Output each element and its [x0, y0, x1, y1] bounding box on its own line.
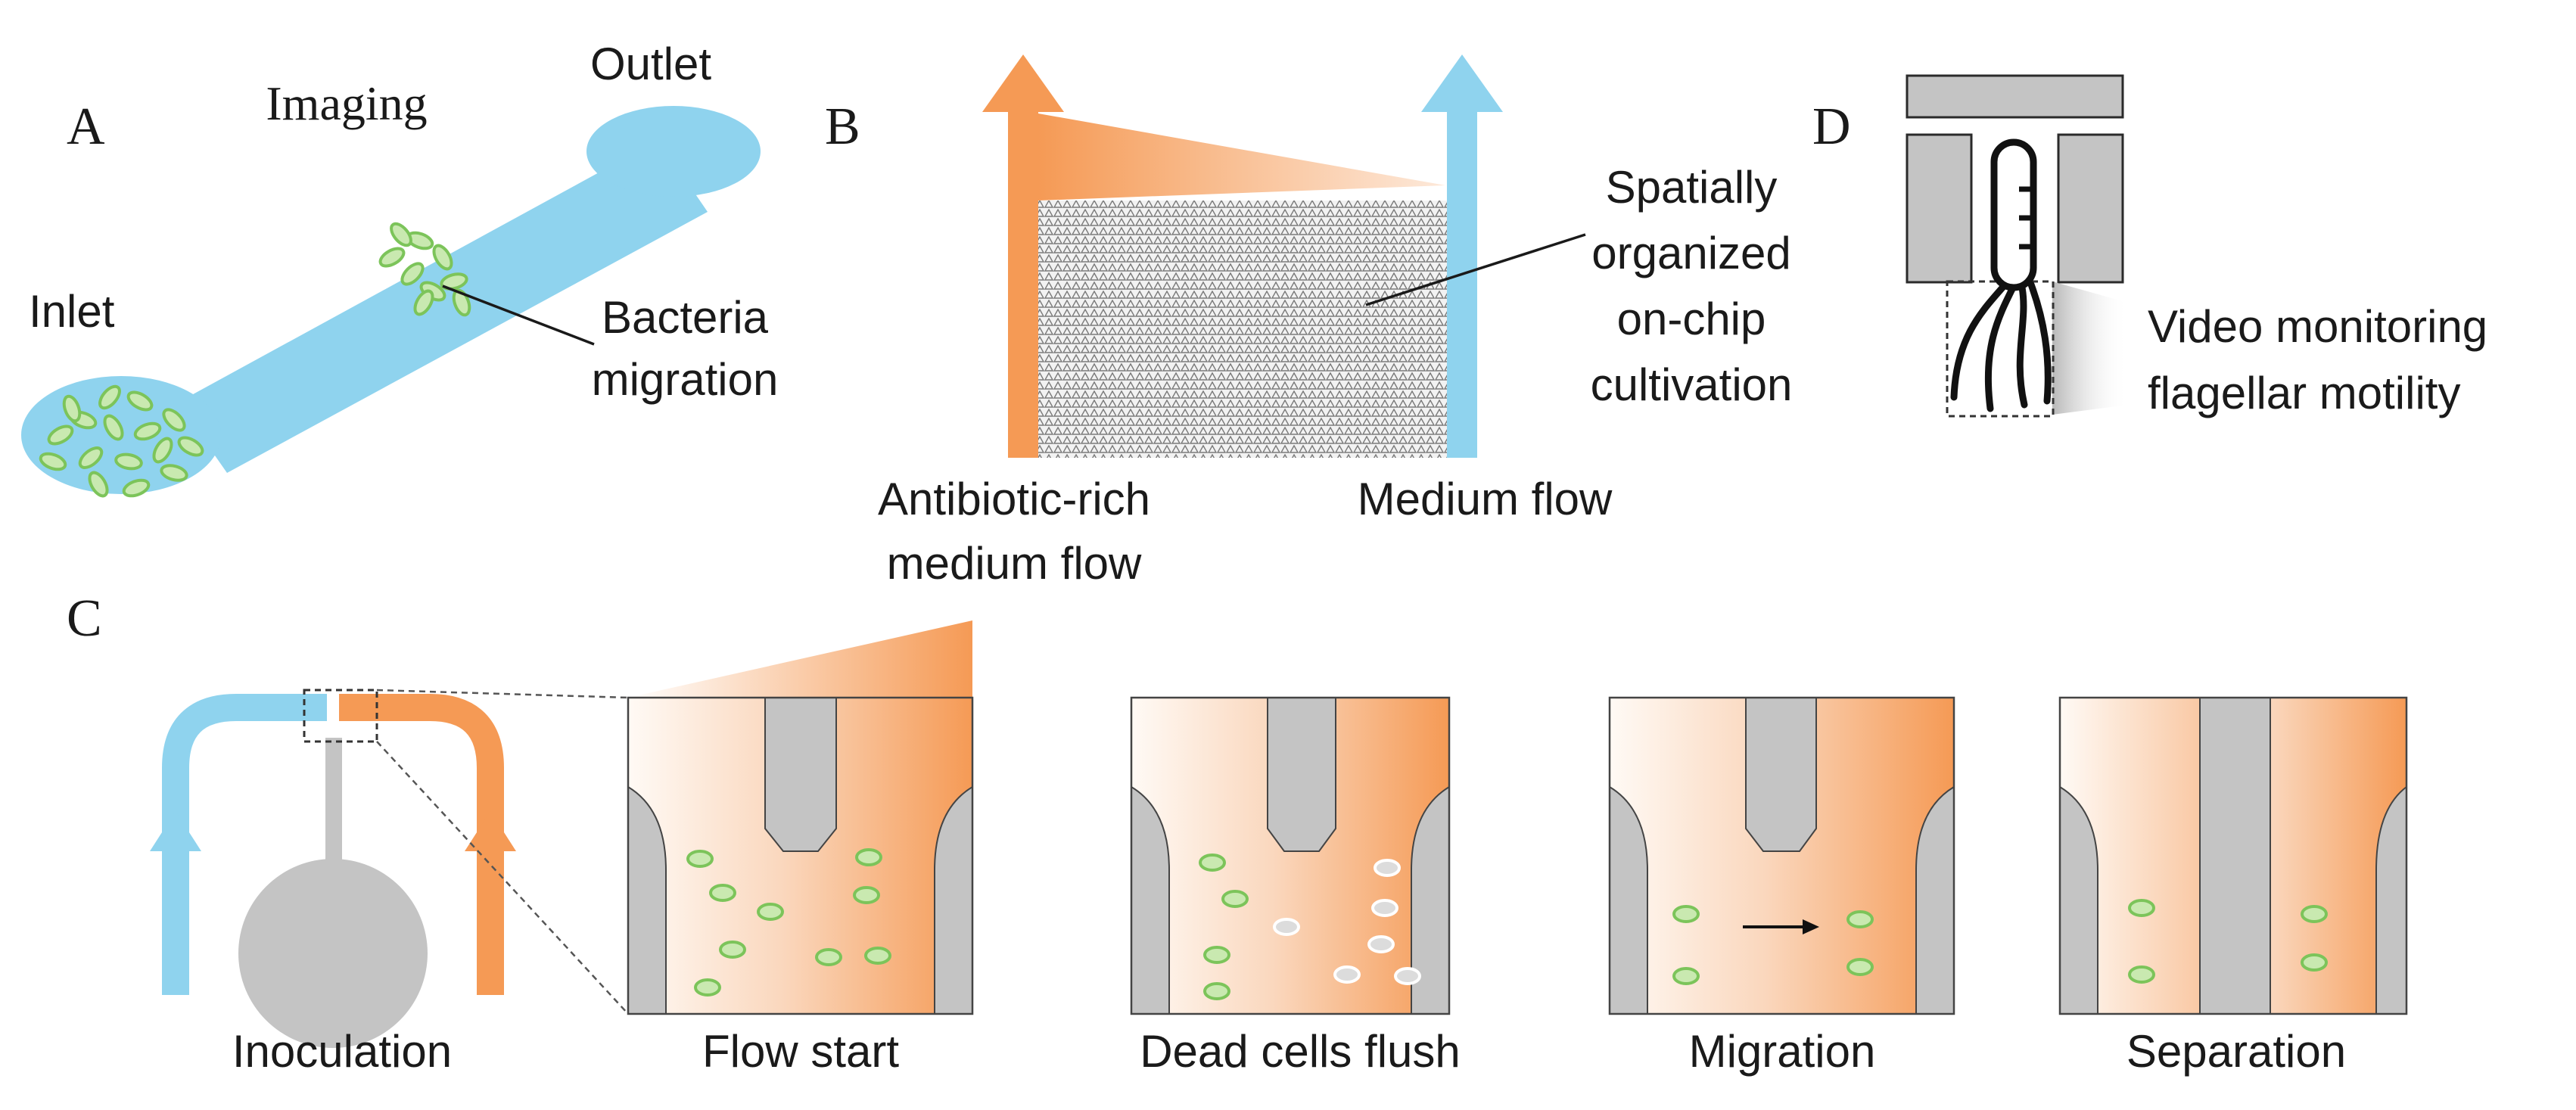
cultivation-callout-line3: on-chip	[1617, 294, 1766, 344]
stage-label-flow-start: Flow start	[702, 1026, 899, 1077]
inoculation-chip	[150, 689, 629, 1048]
panel-a-letter: A	[67, 98, 105, 156]
migrating-bacteria-cluster	[378, 222, 471, 317]
monitoring-label-line2: flagellar motility	[2148, 368, 2460, 418]
migration-callout-line	[442, 284, 595, 346]
live-bacteria	[686, 848, 891, 997]
live-bacteria	[1199, 853, 1249, 1000]
left-chip-wall	[627, 785, 667, 1015]
center-divider	[1267, 697, 1336, 852]
panel-d: D Video monitoring flagellar motility	[1812, 74, 2487, 418]
flagella	[1950, 281, 2052, 412]
dead-cells	[1273, 859, 1421, 985]
right-chip-wall	[934, 785, 973, 1015]
migration-callout-line2: migration	[592, 354, 779, 405]
antibiotic-flow-label-line1: Antibiotic-rich	[878, 474, 1150, 524]
medium-inlet-channel	[162, 694, 327, 995]
medium-flow-label: Medium flow	[1358, 474, 1613, 524]
zoom-line-bottom	[376, 741, 629, 1015]
inlet-label: Inlet	[29, 286, 115, 337]
monitoring-view-cone	[2052, 281, 2128, 415]
right-chip-wall	[1411, 785, 1450, 1015]
stage-label-inoculation: Inoculation	[232, 1026, 452, 1077]
antibiotic-gradient-wedge	[1038, 113, 1445, 201]
medium-inlet-arrowhead	[150, 811, 201, 851]
right-chip-wall	[1915, 785, 1955, 1015]
outlet-reservoir	[586, 106, 761, 197]
migration-arrow	[1743, 919, 1819, 934]
cultivation-callout-line1: Spatially	[1606, 162, 1778, 213]
center-divider	[1745, 697, 1817, 852]
antibiotic-inlet-channel	[339, 694, 504, 995]
right-chip-wall	[2375, 785, 2407, 1015]
live-bacteria	[1672, 905, 1874, 985]
stage-label-separation: Separation	[2126, 1026, 2346, 1077]
chip-right-wall	[2057, 133, 2124, 284]
monitoring-label-line1: Video monitoring	[2148, 301, 2487, 352]
left-chip-wall	[2059, 785, 2098, 1015]
panel-b-letter: B	[825, 98, 860, 156]
chip-left-wall	[1906, 133, 1973, 284]
chip-top-wall	[1906, 74, 2124, 119]
imaging-label: Imaging	[266, 76, 427, 130]
center-divider	[2199, 697, 2271, 1015]
panel-a: A Imaging Outlet Inlet	[21, 39, 779, 498]
antibiotic-flow-arrow	[982, 54, 1064, 458]
live-bacteria	[2128, 899, 2328, 984]
migration-callout-line1: Bacteria	[602, 292, 769, 343]
zoom-region-box	[303, 689, 378, 743]
center-divider	[764, 697, 837, 852]
migration-frame	[1608, 696, 1955, 1015]
cultivation-array	[1038, 201, 1447, 458]
panel-b: B Spatially organized on-chip cultivatio…	[825, 54, 1792, 589]
panel-c: C	[67, 589, 2408, 1077]
antibiotic-flow-label-line2: medium flow	[887, 538, 1142, 589]
left-chip-wall	[1131, 785, 1170, 1015]
stage-label-migration: Migration	[1689, 1026, 1876, 1077]
antibiotic-gradient-wedge-c	[628, 620, 972, 698]
panel-c-letter: C	[67, 589, 102, 648]
inlet-bacteria-cluster	[39, 384, 204, 498]
cultivation-callout-line2: organized	[1591, 228, 1791, 278]
cultivation-callout-line4: cultivation	[1591, 359, 1793, 410]
flow-start-frame	[627, 620, 974, 1015]
medium-flow-arrow	[1421, 54, 1503, 458]
bacterium-cell	[1990, 138, 2037, 291]
antibiotic-inlet-arrowhead	[465, 811, 516, 851]
outlet-label: Outlet	[590, 39, 711, 89]
separation-frame	[2058, 696, 2408, 1015]
inoculation-reservoir	[238, 859, 428, 1048]
panel-d-letter: D	[1812, 98, 1851, 156]
cultivation-callout-line	[1365, 233, 1586, 306]
stage-label-dead-cells-flush: Dead cells flush	[1140, 1026, 1461, 1077]
left-chip-wall	[1609, 785, 1648, 1015]
dead-cells-flush-frame	[1130, 696, 1451, 1015]
